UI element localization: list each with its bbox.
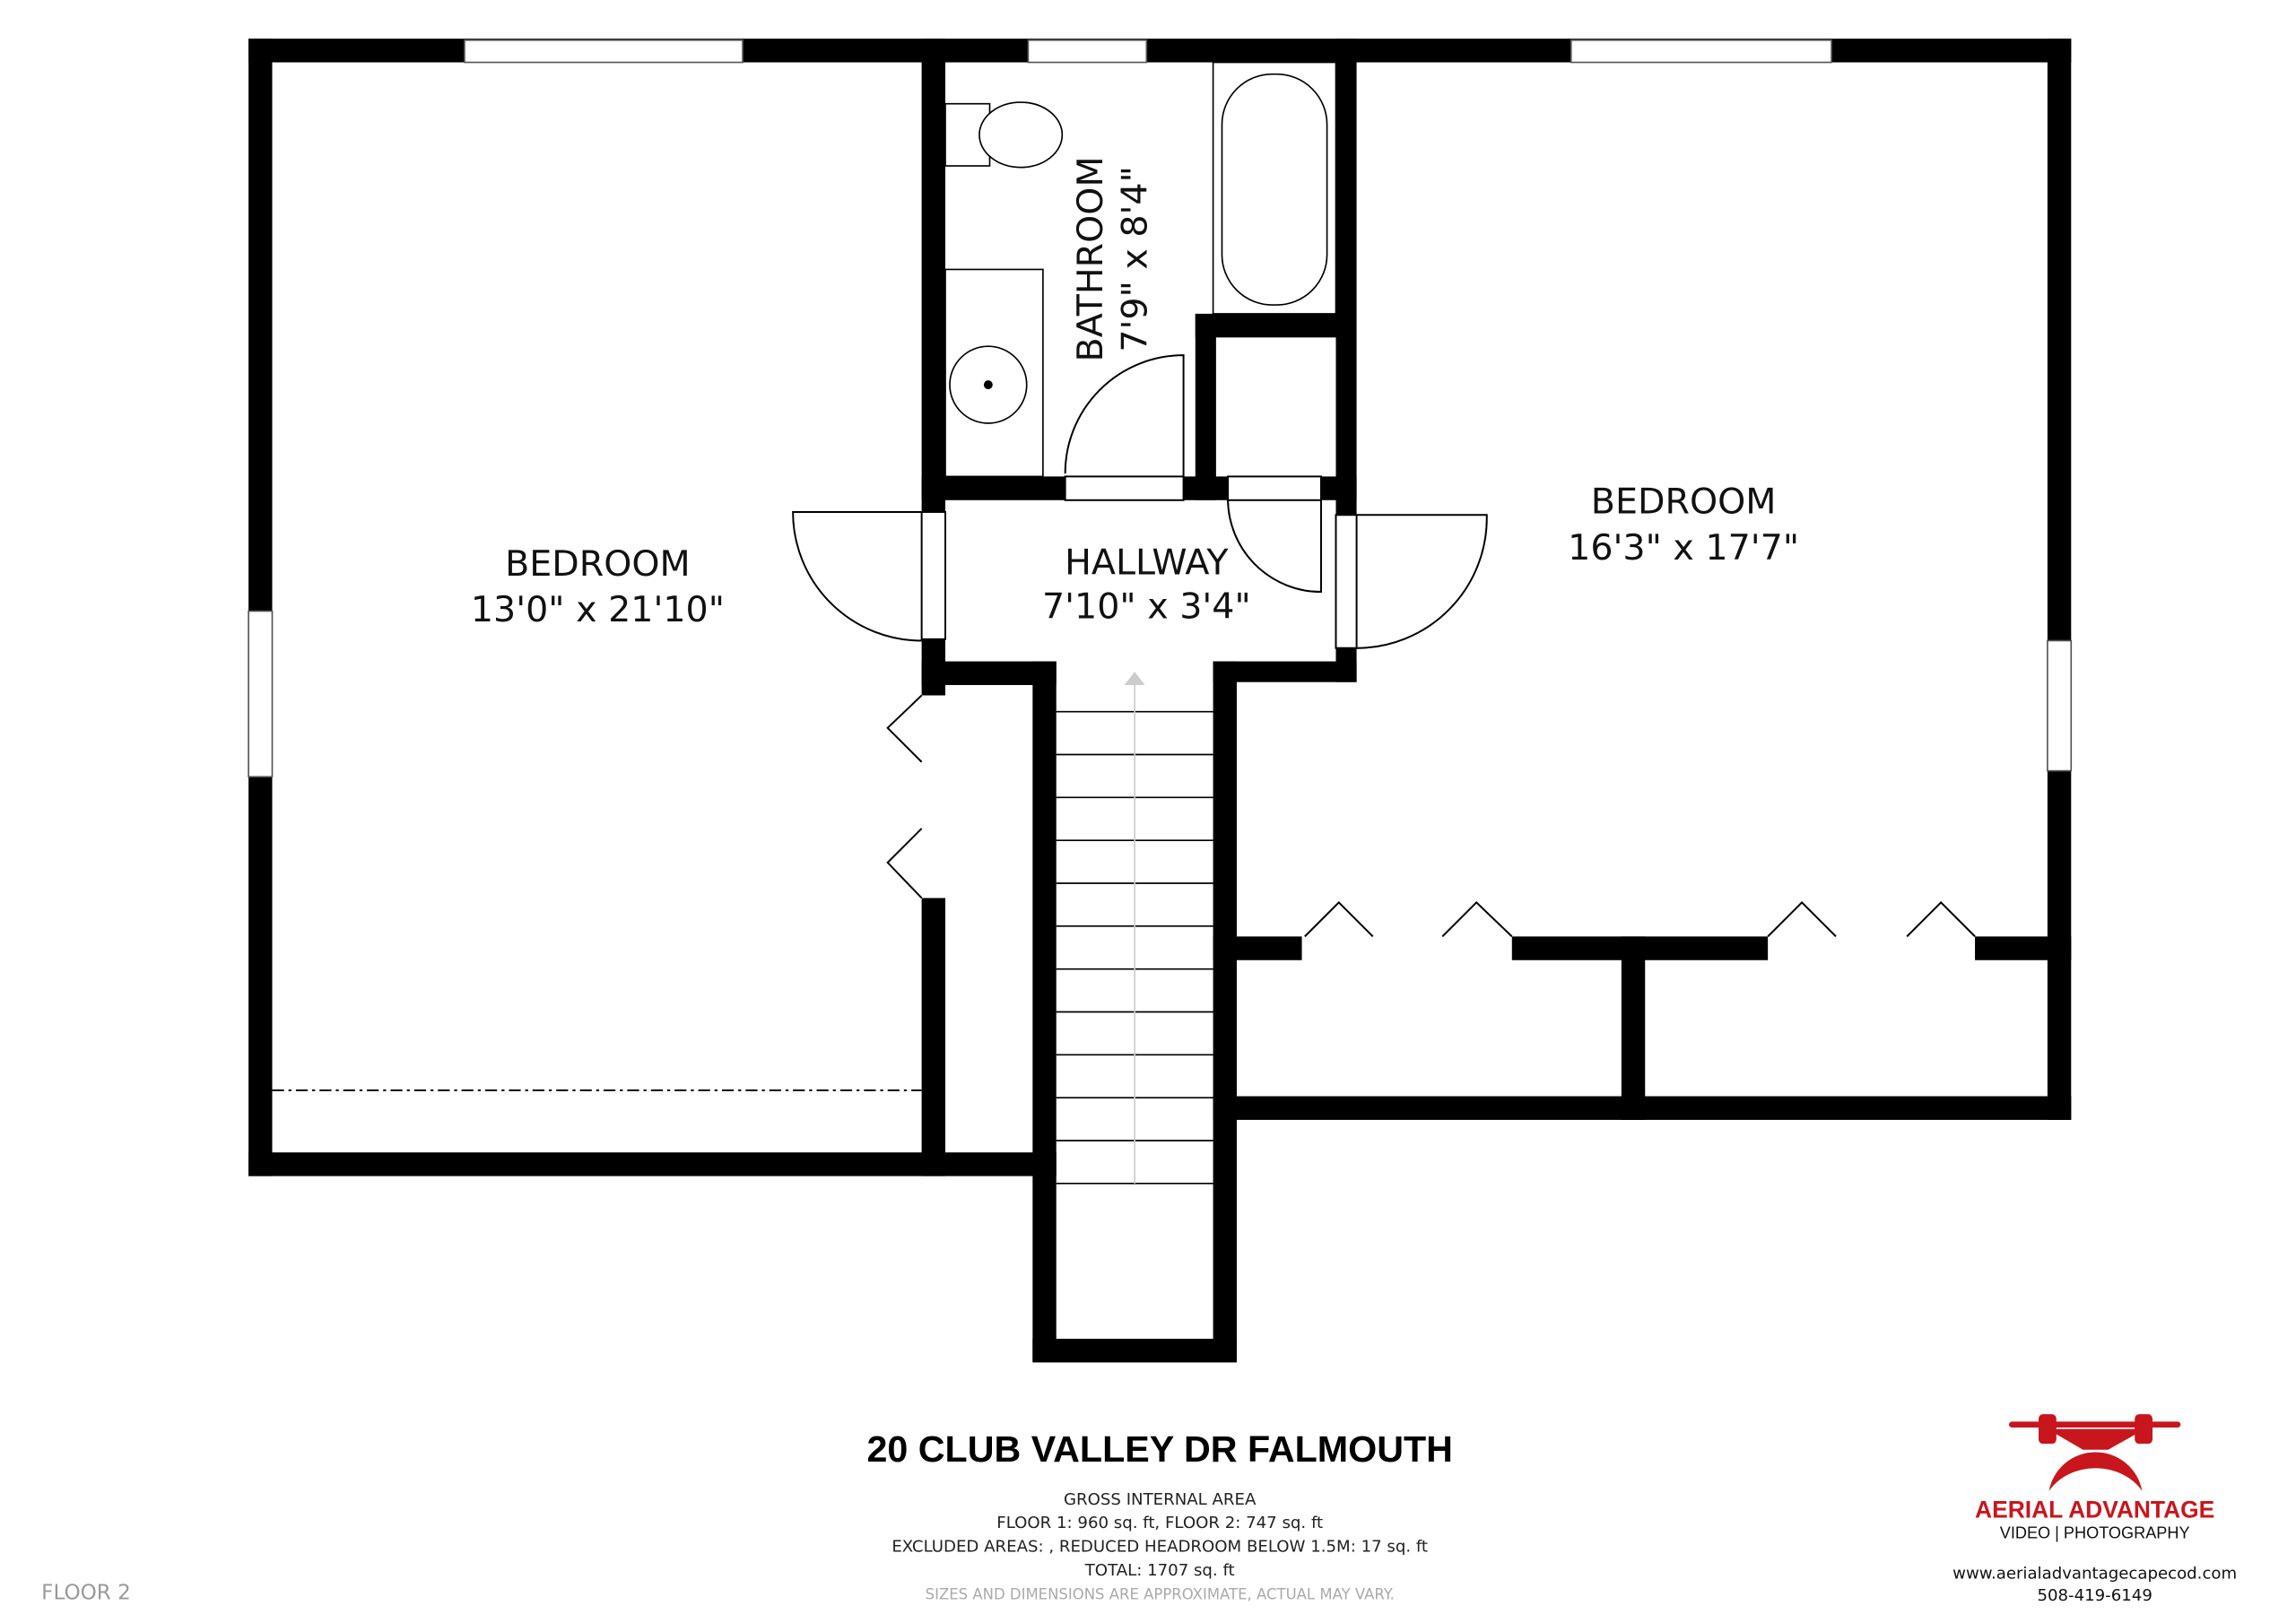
phone-number: 508-419-6149: [2037, 1586, 2152, 1605]
room-size: 7'9" x 8'4": [1114, 166, 1155, 352]
room-name: BEDROOM: [505, 543, 691, 585]
doors: [272, 354, 1976, 1091]
room-size: 13'0" x 21'10": [471, 589, 725, 630]
floor-label: FLOOR 2: [41, 1581, 131, 1604]
brand-tagline: VIDEO | PHOTOGRAPHY: [2000, 1524, 2190, 1542]
room-name: HALLWAY: [1065, 542, 1229, 583]
brand-name: AERIAL ADVANTAGE: [1975, 1497, 2214, 1523]
stairs: [1056, 672, 1213, 1185]
room-bathroom: BATHROOM 7'9" x 8'4": [1070, 156, 1155, 361]
excluded-areas: EXCLUDED AREAS: , REDUCED HEADROOM BELOW…: [891, 1538, 1428, 1557]
gia-label: GROSS INTERNAL AREA: [1064, 1490, 1257, 1509]
toilet-bowl-icon: [978, 101, 1064, 169]
footer-info: 20 CLUB VALLEY DR FALMOUTH GROSS INTERNA…: [41, 1428, 1453, 1604]
room-right-bedroom: BEDROOM 16'3" x 17'7": [1568, 482, 1799, 568]
room-size: 7'10" x 3'4": [1042, 586, 1251, 628]
windows: [248, 39, 2073, 778]
room-name: BATHROOM: [1070, 156, 1111, 361]
website-link[interactable]: www.aerialadvantagecapecod.com: [1952, 1564, 2237, 1583]
stair-arrow-icon: [1124, 672, 1145, 685]
room-size: 16'3" x 17'7": [1568, 527, 1799, 568]
room-hallway: HALLWAY 7'10" x 3'4": [1042, 542, 1251, 627]
floor-areas: FLOOR 1: 960 sq. ft, FLOOR 2: 747 sq. ft: [996, 1514, 1323, 1532]
walls: [248, 39, 2072, 1363]
fixtures: [944, 61, 1337, 478]
drone-icon: [2009, 1414, 2181, 1491]
aerial-advantage-logo: AERIAL ADVANTAGE VIDEO | PHOTOGRAPHY www…: [1952, 1414, 2237, 1605]
address-title: 20 CLUB VALLEY DR FALMOUTH: [866, 1428, 1452, 1470]
room-name: BEDROOM: [1591, 482, 1777, 523]
tub-basin-icon: [1221, 73, 1328, 306]
total-area: TOTAL: 1707 sq. ft: [1084, 1561, 1235, 1580]
disclaimer: SIZES AND DIMENSIONS ARE APPROXIMATE, AC…: [926, 1585, 1395, 1602]
room-left-bedroom: BEDROOM 13'0" x 21'10": [471, 543, 725, 630]
